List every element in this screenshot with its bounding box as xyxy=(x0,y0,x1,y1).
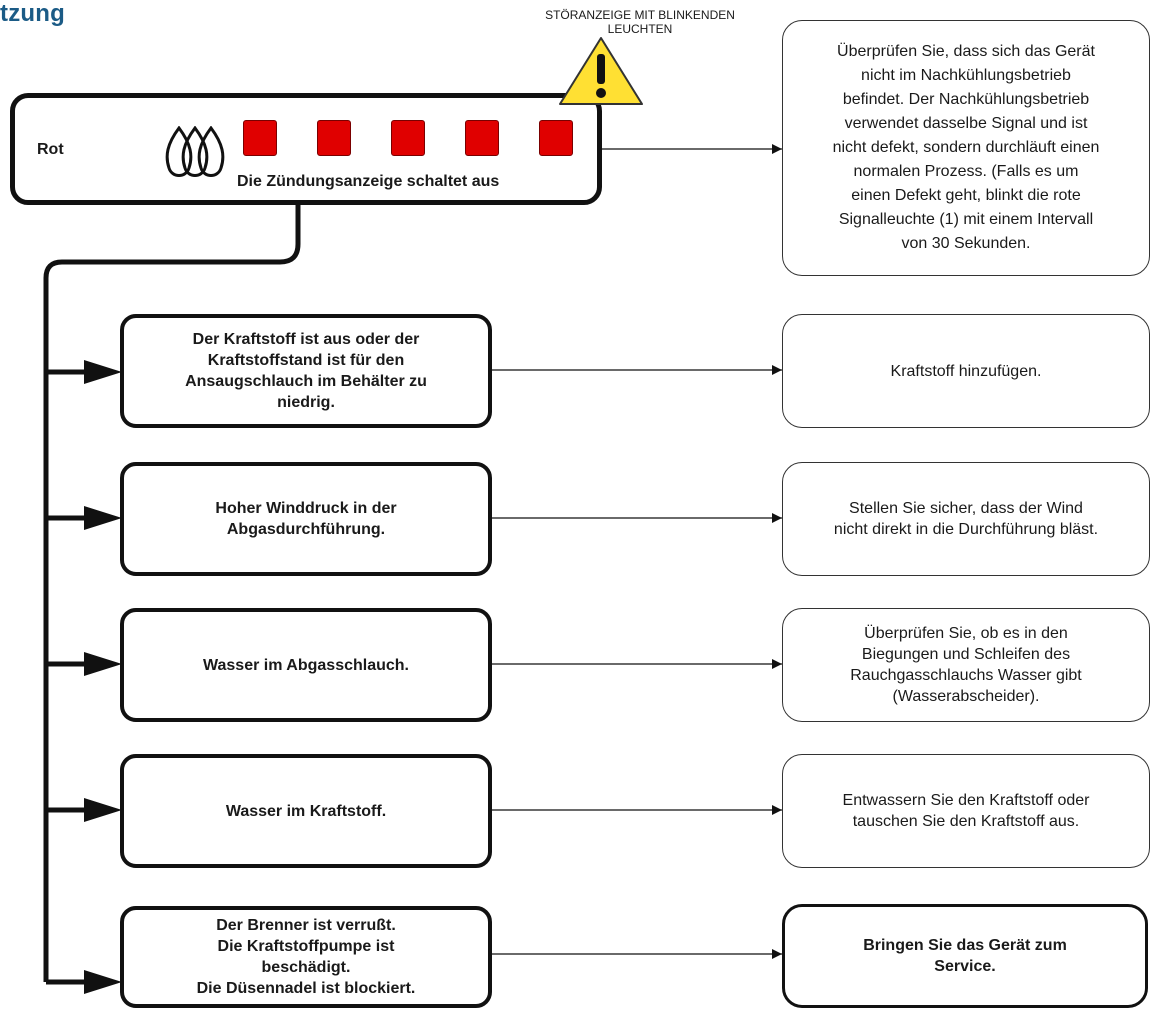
note-box: Überprüfen Sie, dass sich das Gerät nich… xyxy=(782,20,1150,276)
branch-arrow-5 xyxy=(84,970,122,994)
signal-lamp-1 xyxy=(243,120,277,156)
action-text-5: Bringen Sie das Gerät zum Service. xyxy=(863,937,1067,975)
main-spine-line xyxy=(43,205,301,982)
signal-lamp-3 xyxy=(391,120,425,156)
section-heading: tzung xyxy=(0,0,65,27)
action-text-3: Überprüfen Sie, ob es in den Biegungen u… xyxy=(850,625,1082,705)
branch-arrow-4 xyxy=(84,798,122,822)
warning-label: STÖRANZEIGE MIT BLINKENDEN LEUCHTEN xyxy=(545,8,735,36)
action-box-2: Stellen Sie sicher, dass der Wind nicht … xyxy=(782,462,1150,576)
cause-box-4: Wasser im Kraftstoff. xyxy=(120,754,492,868)
warning-triangle-icon xyxy=(559,37,643,105)
signal-lamp-5 xyxy=(539,120,573,156)
action-text-2: Stellen Sie sicher, dass der Wind nicht … xyxy=(833,500,1099,538)
branch-arrow-2 xyxy=(84,506,122,530)
action-box-3: Überprüfen Sie, ob es in den Biegungen u… xyxy=(782,608,1150,722)
signal-lamp-4 xyxy=(465,120,499,156)
cause-text-5: Der Brenner ist verrußt. Die Kraftstoffp… xyxy=(196,917,416,997)
action-text-1: Kraftstoff hinzufügen. xyxy=(890,362,1042,380)
cause-text-3: Wasser im Abgasschlauch. xyxy=(203,656,409,674)
cause-box-5: Der Brenner ist verrußt. Die Kraftstoffp… xyxy=(120,906,492,1008)
cause-text-2: Hoher Winddruck in der Abgasdurchführung… xyxy=(215,500,397,538)
action-arrows xyxy=(490,144,782,959)
action-box-4: Entwassern Sie den Kraftstoff oder tausc… xyxy=(782,754,1150,868)
flame-icon xyxy=(165,126,225,177)
branch-arrow-1 xyxy=(84,360,122,384)
branch-arrows xyxy=(46,360,122,994)
note-text: Überprüfen Sie, dass sich das Gerät nich… xyxy=(832,43,1100,252)
indicator-caption: Die Zündungsanzeige schaltet aus xyxy=(237,173,500,190)
cause-box-2: Hoher Winddruck in der Abgasdurchführung… xyxy=(120,462,492,576)
action-text-4: Entwassern Sie den Kraftstoff oder tausc… xyxy=(842,792,1090,830)
indicator-panel: Rot Die Zündungsanzeige schaltet aus xyxy=(10,93,602,205)
cause-box-1: Der Kraftstoff ist aus oder der Kraftsto… xyxy=(120,314,492,428)
cause-text-1: Der Kraftstoff ist aus oder der Kraftsto… xyxy=(185,331,427,411)
branch-arrow-3 xyxy=(84,652,122,676)
action-box-1: Kraftstoff hinzufügen. xyxy=(782,314,1150,428)
action-box-5: Bringen Sie das Gerät zum Service. xyxy=(782,904,1148,1008)
cause-box-3: Wasser im Abgasschlauch. xyxy=(120,608,492,722)
signal-lamp-2 xyxy=(317,120,351,156)
cause-text-4: Wasser im Kraftstoff. xyxy=(225,802,387,820)
indicator-color-label: Rot xyxy=(37,141,64,158)
